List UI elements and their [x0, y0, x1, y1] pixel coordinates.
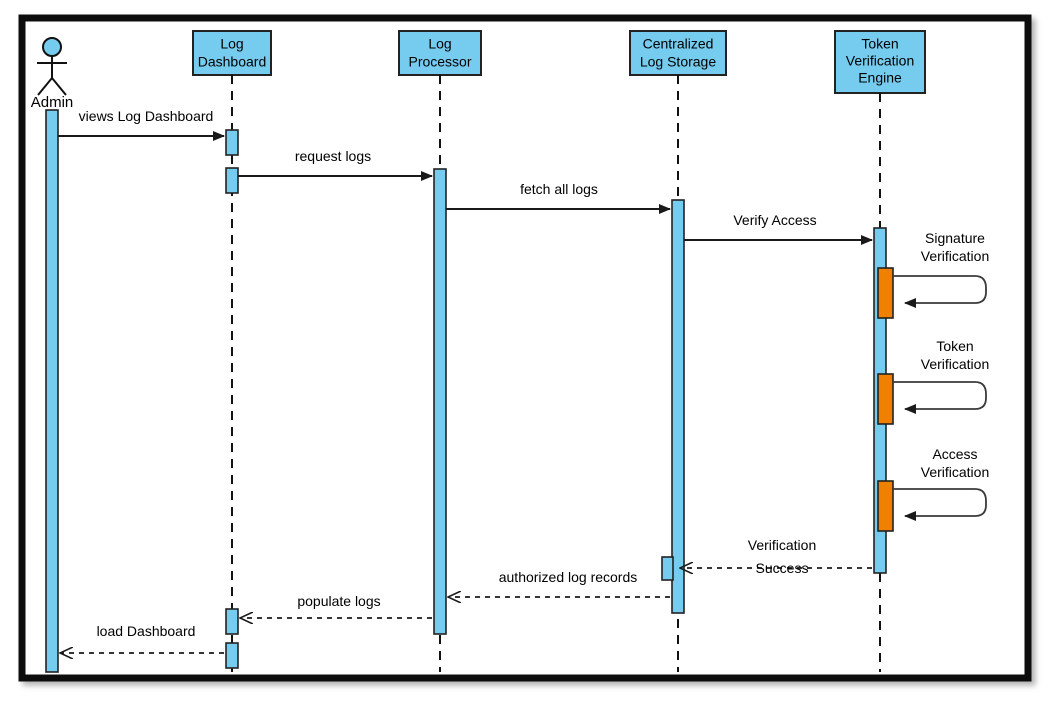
message-request-logs[interactable]: request logs [238, 148, 433, 181]
self-message-token-verification[interactable]: Token Verification [877, 338, 989, 425]
participant-label-line2: Verification [846, 53, 914, 69]
message-label: Verify Access [733, 212, 816, 228]
self-message-label-line2: Verification [921, 464, 989, 480]
message-label: fetch all logs [520, 181, 598, 197]
participant-label-line2: Processor [408, 54, 471, 70]
message-label: views Log Dashboard [79, 108, 214, 124]
participant-box[interactable] [192, 30, 272, 76]
message-authorized-log-records[interactable]: authorized log records [448, 569, 670, 597]
actor-head-icon [42, 37, 62, 57]
actor-label: Admin [31, 94, 74, 111]
message-label: authorized log records [499, 569, 638, 585]
self-message-label-line2: Verification [921, 356, 989, 372]
activation-bar-log-dashboard-1 [225, 129, 239, 156]
self-message-access-verification[interactable]: Access Verification [877, 446, 989, 532]
participant-label-line1: Log [220, 36, 243, 52]
activation-bar-centralized-log-storage [671, 199, 685, 614]
participant-box[interactable] [398, 30, 482, 76]
participant-label-line2: Dashboard [198, 54, 267, 70]
message-label-word1: Verification [748, 537, 816, 553]
participant-token-verification-engine[interactable]: Token Verification Engine [834, 30, 926, 672]
self-message-arrow[interactable] [893, 488, 987, 521]
self-message-label-line2: Verification [921, 248, 989, 264]
self-message-label-line1: Signature [925, 230, 985, 246]
activation-bar-centralized-log-storage-nested [661, 556, 674, 581]
message-label-word2: Success [756, 560, 809, 576]
actor-admin[interactable]: Admin [31, 37, 74, 111]
participant-label-line2: Log Storage [640, 54, 716, 70]
actor-leg-left [37, 77, 53, 96]
self-message-label-line1: Access [932, 446, 977, 462]
self-message-arrow[interactable] [893, 381, 987, 414]
participant-label-line3: Engine [858, 70, 902, 86]
self-activation-bar [877, 267, 894, 319]
message-populate-logs[interactable]: populate logs [240, 593, 432, 618]
participant-box[interactable] [629, 30, 727, 76]
self-activation-bar [877, 373, 894, 425]
activation-bar-log-processor [433, 168, 447, 635]
message-fetch-all-logs[interactable]: fetch all logs [446, 181, 671, 214]
self-message-signature-verification[interactable]: Signature Verification [877, 230, 989, 319]
message-verification-success[interactable]: Verification Success Verification Succes… [680, 537, 872, 576]
activation-bar-log-dashboard-2 [225, 167, 239, 194]
message-load-dashboard[interactable]: load Dashboard [60, 623, 224, 653]
activation-bar-log-dashboard-4 [225, 642, 239, 669]
participant-label-line1: Token [861, 36, 898, 52]
participant-log-dashboard[interactable]: Log Dashboard [192, 30, 272, 672]
message-label: load Dashboard [97, 623, 196, 639]
participant-label-line1: Log [428, 36, 451, 52]
participant-label-line1: Centralized [643, 36, 714, 52]
activation-bar-admin [45, 109, 59, 673]
message-label: populate logs [297, 593, 380, 609]
message-views-log-dashboard[interactable]: views Log Dashboard [58, 108, 225, 141]
activation-bar-log-dashboard-3 [225, 608, 239, 635]
self-activation-bar [877, 480, 894, 532]
message-label: request logs [295, 148, 371, 164]
self-message-label-line1: Token [936, 338, 973, 354]
self-message-arrow[interactable] [893, 275, 987, 308]
actor-leg-right [51, 77, 67, 96]
participant-box[interactable] [834, 30, 926, 94]
message-verify-access[interactable]: Verify Access [684, 212, 873, 245]
